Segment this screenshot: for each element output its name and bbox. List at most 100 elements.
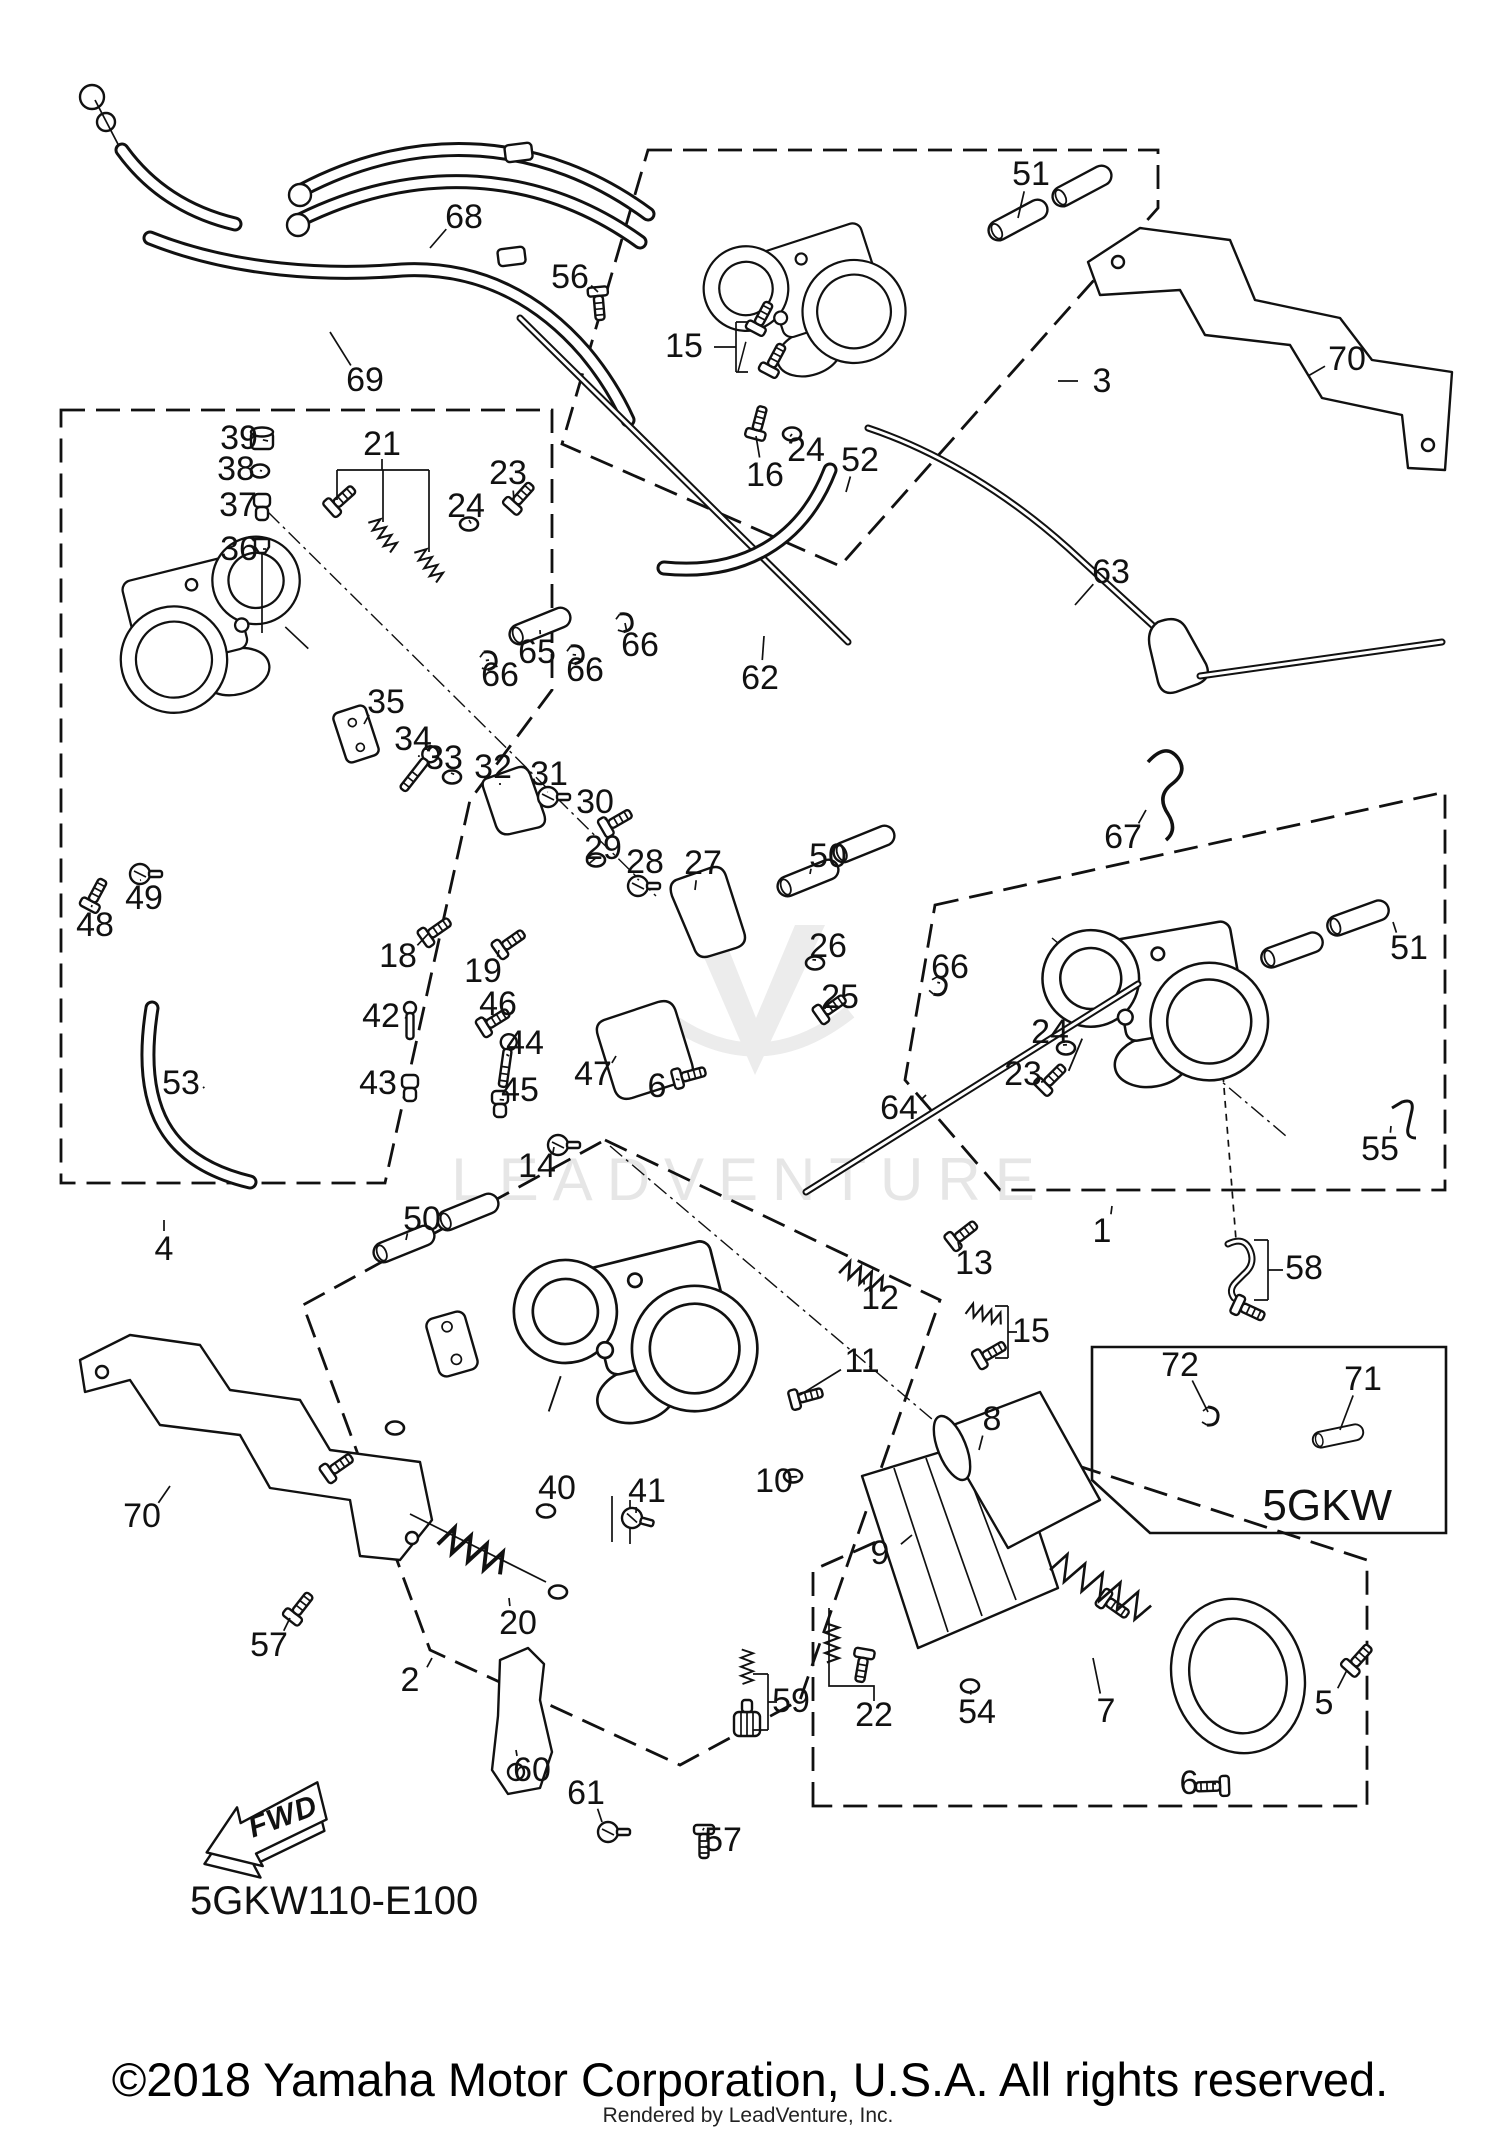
leader-line-48 (90, 904, 93, 908)
part-callout-70: 70 (123, 1497, 161, 1535)
part-callout-62: 62 (741, 659, 779, 697)
leader-line-57 (282, 1617, 291, 1632)
carburetor-3 (691, 201, 921, 405)
part-callout-8: 8 (983, 1400, 1002, 1438)
lever-27 (669, 865, 747, 959)
part-callout-20: 20 (499, 1604, 537, 1642)
funnel-8 (938, 1390, 1102, 1550)
part-callout-50: 50 (403, 1200, 441, 1238)
gasket-17 (425, 1310, 479, 1378)
part-callout-66: 66 (931, 948, 969, 986)
leader-lines (90, 191, 1398, 1831)
part-callout-56: 56 (551, 258, 589, 296)
leader-line-18 (416, 933, 429, 946)
part-callout-66: 66 (566, 651, 604, 689)
part-callout-30: 30 (576, 783, 614, 821)
part-callout-46: 46 (479, 985, 517, 1023)
leader-line-66 (937, 981, 941, 984)
part-callout-11: 11 (844, 1342, 879, 1380)
part-callout-45: 45 (501, 1071, 539, 1109)
tube-51 (983, 194, 1053, 246)
part-callout-65: 65 (518, 633, 556, 671)
part-callout-18: 18 (379, 937, 417, 975)
leader-line-57 (701, 1827, 705, 1831)
leader-line-64 (920, 1094, 927, 1101)
carb3-group-box (560, 148, 1160, 568)
leader-line-27 (694, 880, 698, 891)
carb1-group-box (903, 790, 1447, 1192)
part-callout-6: 6 (1180, 1764, 1199, 1802)
part-callout-52: 52 (841, 441, 879, 479)
part-callout-24: 24 (787, 431, 825, 469)
leader-line-39 (262, 439, 269, 442)
part-callout-37: 37 (219, 486, 257, 524)
rendered-by-text: Rendered by LeadVenture, Inc. (603, 2104, 894, 2127)
carb4-group-box (59, 408, 554, 1185)
part-callout-2: 2 (401, 1661, 420, 1699)
jet-needle-20 (409, 1513, 547, 1583)
leader-line-62 (761, 635, 765, 661)
part-callout-24: 24 (447, 487, 485, 525)
watermark-text: LEADVENTURE (451, 1146, 1048, 1213)
copyright-text: ©2018 Yamaha Motor Corporation, U.S.A. A… (112, 2053, 1388, 2106)
part-callout-61: 61 (567, 1774, 605, 1812)
cable-end (78, 83, 106, 111)
part-callout-22: 22 (855, 1696, 893, 1734)
clip-72 (1200, 1405, 1220, 1427)
leader-line-69 (329, 331, 352, 366)
leader-line-9 (900, 1534, 913, 1545)
carb2-group-box (301, 1138, 942, 1767)
leader-line-51 (1017, 191, 1026, 219)
part-callout-57: 57 (704, 1821, 742, 1859)
leader-line-19 (496, 949, 500, 957)
part-callout-70: 70 (1328, 340, 1366, 378)
part-callout-40: 40 (538, 1469, 576, 1507)
leader-line-53 (202, 1086, 205, 1089)
leader-line-51 (1392, 921, 1398, 933)
leader-line-6 (675, 1078, 680, 1081)
link-rod-63 (864, 424, 1166, 638)
leader-line-8 (978, 1435, 984, 1451)
leader-line-72 (1191, 1380, 1209, 1413)
part-callout-9: 9 (871, 1534, 890, 1572)
carburetor-4 (96, 526, 327, 726)
part-callout-24: 24 (1031, 1013, 1069, 1051)
leadventure-watermark: LEADVENTURE (451, 925, 1048, 1213)
part-callout-60: 60 (513, 1751, 551, 1789)
part-callout-10: 10 (755, 1462, 793, 1500)
leader-line-67 (1137, 809, 1147, 824)
leader-line-56 (590, 284, 599, 293)
part-callout-34: 34 (394, 720, 432, 758)
part-callout-68: 68 (445, 198, 483, 236)
leader-line-40 (546, 1503, 550, 1507)
part-callout-33: 33 (425, 739, 463, 777)
part-callout-66: 66 (481, 656, 519, 694)
leader-line-38 (259, 469, 263, 472)
cap-39 (249, 426, 275, 451)
part-callout-53: 53 (162, 1064, 200, 1102)
bracket-70-bottom (78, 1333, 434, 1562)
plate-35 (332, 704, 380, 764)
part-callout-39: 39 (220, 419, 258, 457)
leader-line-29 (589, 856, 598, 864)
variant-code-label: 5GKW (1262, 1481, 1392, 1530)
leader-line-7 (1092, 1657, 1102, 1694)
leader-line-71 (1339, 1395, 1354, 1431)
leader-line-50 (405, 1233, 409, 1241)
clip-55 (1391, 1099, 1417, 1140)
leader-line-5 (1336, 1669, 1348, 1689)
part-callout-35: 35 (367, 683, 405, 721)
leader-line-20 (508, 1597, 511, 1607)
arm-60 (490, 1646, 554, 1796)
part-callout-51: 51 (1390, 929, 1428, 967)
part-callout-51: 51 (1012, 155, 1050, 193)
leader-line-70 (1307, 365, 1326, 377)
leader-line-70 (157, 1485, 171, 1504)
spring-hook-67 (1146, 749, 1184, 842)
bracket-32 (481, 765, 547, 836)
leader-line-50 (809, 868, 812, 875)
leader-line-24 (789, 433, 793, 437)
part-callout-41: 41 (628, 1472, 666, 1510)
part-callout-66: 66 (621, 626, 659, 664)
leader-line-23 (512, 490, 515, 501)
